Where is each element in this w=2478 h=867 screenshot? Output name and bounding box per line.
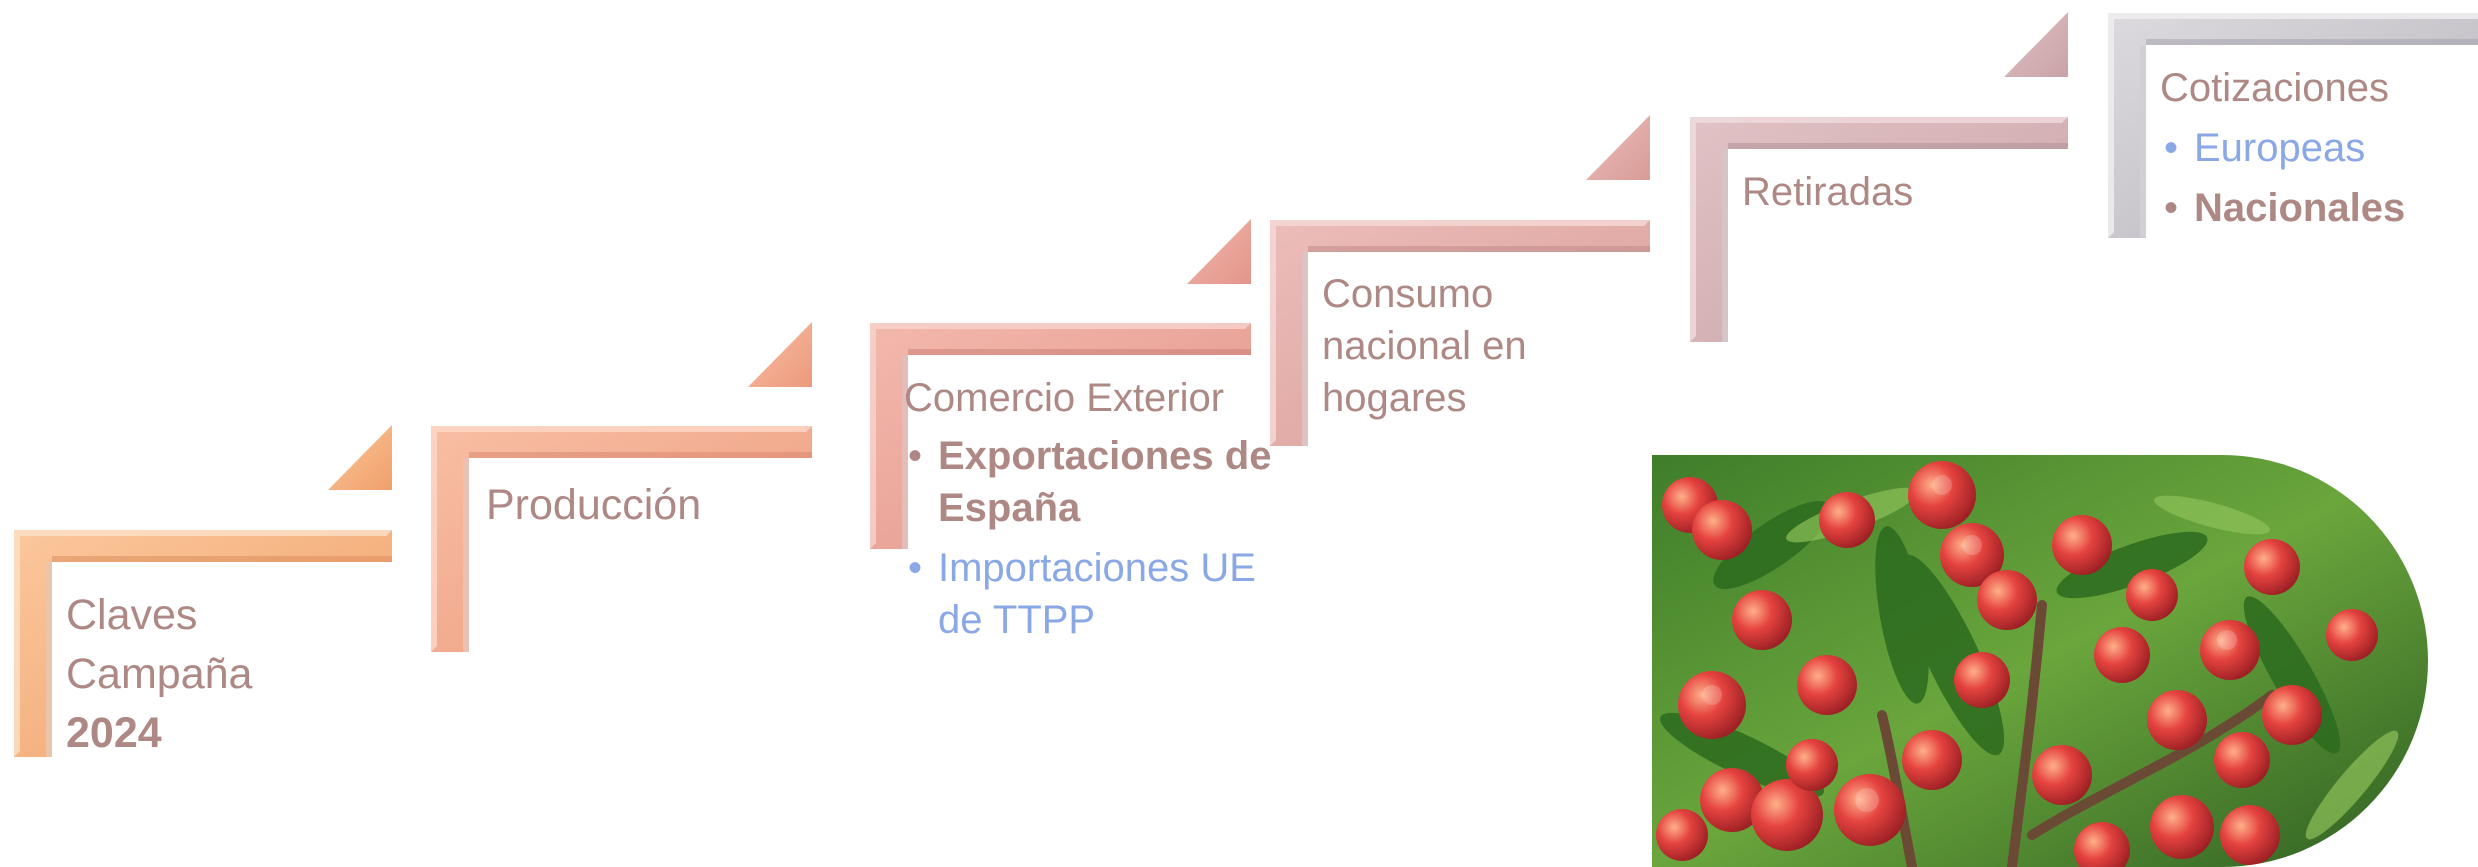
step-comercio-label: Comercio Exterior • Exportaciones de Esp… — [904, 372, 1308, 646]
step-cotizaciones-label: Cotizaciones • Europeas • Nacionales — [2160, 62, 2405, 234]
comercio-bullets: • Exportaciones de España • Importacione… — [904, 430, 1308, 646]
bullet-dot: • — [2164, 186, 2179, 230]
claves-line-1: Claves — [66, 591, 198, 639]
claves-year: 2024 — [66, 709, 162, 757]
claves-line-2: Campaña — [66, 650, 253, 698]
nacionales-text: Nacionales — [2194, 186, 2406, 230]
bullet-dot: • — [2164, 126, 2179, 170]
step-claves-label: Claves Campaña 2024 — [66, 586, 252, 763]
step-5-shape — [1690, 12, 2068, 342]
step-consumo-label: Consumo nacional en hogares — [1322, 268, 1527, 424]
europeas-text: Europeas — [2194, 126, 2366, 170]
bullet-importaciones: • Importaciones UE de TTPP — [904, 542, 1308, 646]
comercio-title: Comercio Exterior — [904, 376, 1225, 420]
bullet-exportaciones: • Exportaciones de España — [904, 430, 1308, 534]
cotizaciones-bullets: • Europeas • Nacionales — [2160, 122, 2405, 234]
step-2-shape — [431, 322, 812, 652]
peach-tree-photo — [1652, 455, 2428, 867]
importaciones-text: Importaciones UE de TTPP — [938, 546, 1256, 642]
bullet-nacionales: • Nacionales — [2160, 182, 2405, 234]
consumo-line-3: hogares — [1322, 376, 1467, 420]
bullet-dot: • — [908, 434, 923, 478]
bullet-europeas: • Europeas — [2160, 122, 2405, 174]
bullet-dot: • — [908, 546, 923, 590]
exportaciones-text: Exportaciones de España — [938, 434, 1272, 530]
step-4-shape — [1270, 115, 1650, 446]
step-retiradas-label: Retiradas — [1742, 170, 1914, 214]
step-6-shape — [2108, 13, 2478, 238]
cotizaciones-title: Cotizaciones — [2160, 66, 2390, 110]
consumo-line-1: Consumo — [1322, 272, 1494, 316]
step-1-shape — [14, 425, 392, 757]
step-3-shape — [870, 219, 1251, 549]
consumo-line-2: nacional en — [1322, 324, 1527, 368]
step-produccion-label: Producción — [486, 481, 702, 529]
